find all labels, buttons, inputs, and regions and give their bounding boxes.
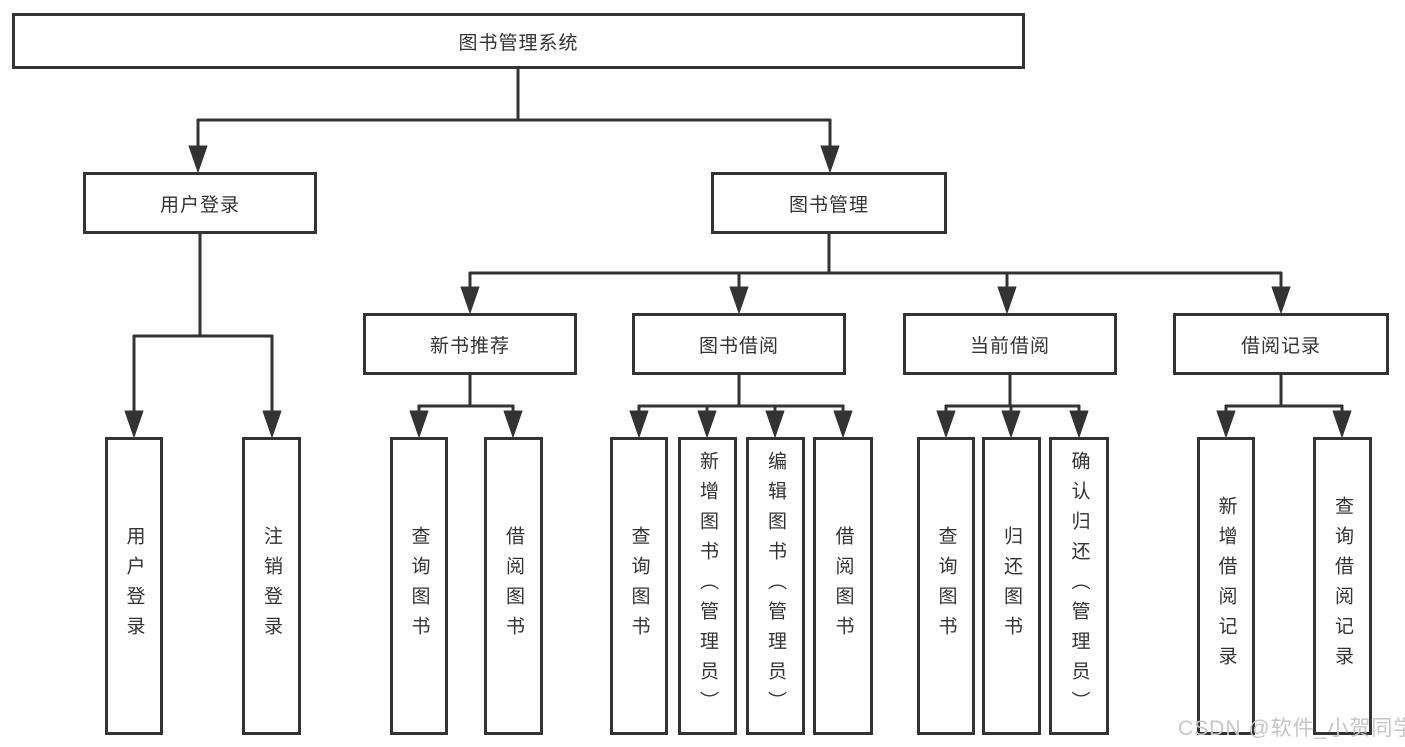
leaf-user-login: 用户登录 [105,437,163,735]
node-label: 新书推荐 [429,335,510,357]
leaf-label: 新增借阅记录 [1215,496,1237,676]
node-library-management-system: 图书管理系统 [12,13,1025,69]
leaf-edit-book-admin: 编辑图书（管理员） [746,437,805,735]
node-current-borrow: 当前借阅 [903,313,1117,375]
node-label: 图书借阅 [698,335,779,357]
leaf-label: 查询图书 [935,526,957,646]
leaf-return-book: 归还图书 [982,437,1041,735]
leaf-label: 借阅图书 [503,526,524,646]
node-book-borrow: 图书借阅 [632,313,846,375]
leaf-borrow-books: 借阅图书 [813,437,873,735]
leaf-logout: 注销登录 [242,437,301,735]
leaf-add-borrow-record: 新增借阅记录 [1197,437,1255,735]
leaf-query-books-borrow: 查询图书 [610,437,668,735]
leaf-label: 注销登录 [261,526,282,646]
leaf-query-borrow-record: 查询借阅记录 [1313,437,1372,735]
watermark-text: CSDN @软件_小贺同学 [1178,717,1405,740]
node-borrow-records: 借阅记录 [1173,313,1389,375]
leaf-label: 查询图书 [628,526,650,646]
leaf-label: 用户登录 [123,526,145,646]
node-label: 借阅记录 [1240,335,1321,357]
leaf-query-books-recommend: 查询图书 [390,437,448,735]
leaf-label: 新增图书（管理员） [697,451,718,721]
leaf-add-book-admin: 新增图书（管理员） [678,437,737,735]
leaf-label: 借阅图书 [832,526,854,646]
leaf-label: 查询借阅记录 [1332,496,1353,676]
node-label: 图书管理系统 [458,32,579,54]
node-label: 用户登录 [159,194,240,216]
node-book-management: 图书管理 [711,172,947,234]
leaf-label: 编辑图书（管理员） [765,451,786,721]
node-user-login: 用户登录 [83,172,317,234]
leaf-query-books-current: 查询图书 [917,437,975,735]
node-label: 当前借阅 [969,335,1050,357]
arrow-down-icons [124,145,1352,438]
leaf-borrow-books-recommend: 借阅图书 [484,437,543,735]
node-new-book-recommend: 新书推荐 [363,313,577,375]
node-label: 图书管理 [788,194,869,216]
leaf-label: 确认归还（管理员） [1068,451,1090,721]
leaf-confirm-return-admin: 确认归还（管理员） [1049,437,1109,735]
leaf-label: 归还图书 [1001,526,1022,646]
leaf-label: 查询图书 [408,526,430,646]
